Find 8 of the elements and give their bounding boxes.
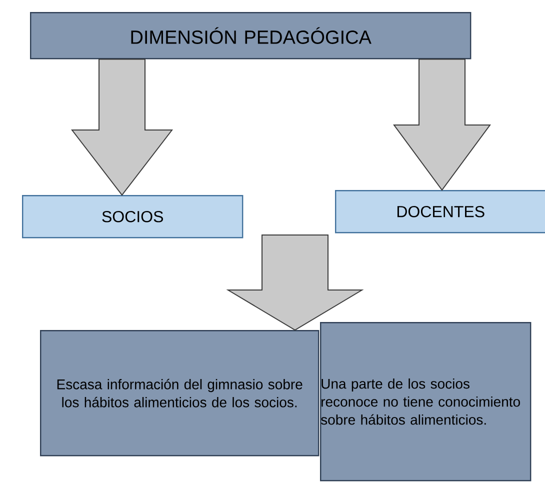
finding-box: Escasa información del gimnasio sobre los hábitos alimenticios de los socios.	[40, 330, 320, 456]
title-box: DIMENSIÓN PEDAGÓGICA	[30, 12, 472, 60]
block-arrow	[70, 58, 174, 196]
block-arrow	[226, 234, 364, 331]
block-arrow	[393, 58, 491, 191]
finding-box: Una parte de los socios reconoce no tiene conocimiento sobre hábitos alimenticios.	[320, 322, 532, 482]
category-box: DOCENTES	[335, 190, 545, 234]
category-box: SOCIOS	[22, 195, 244, 238]
